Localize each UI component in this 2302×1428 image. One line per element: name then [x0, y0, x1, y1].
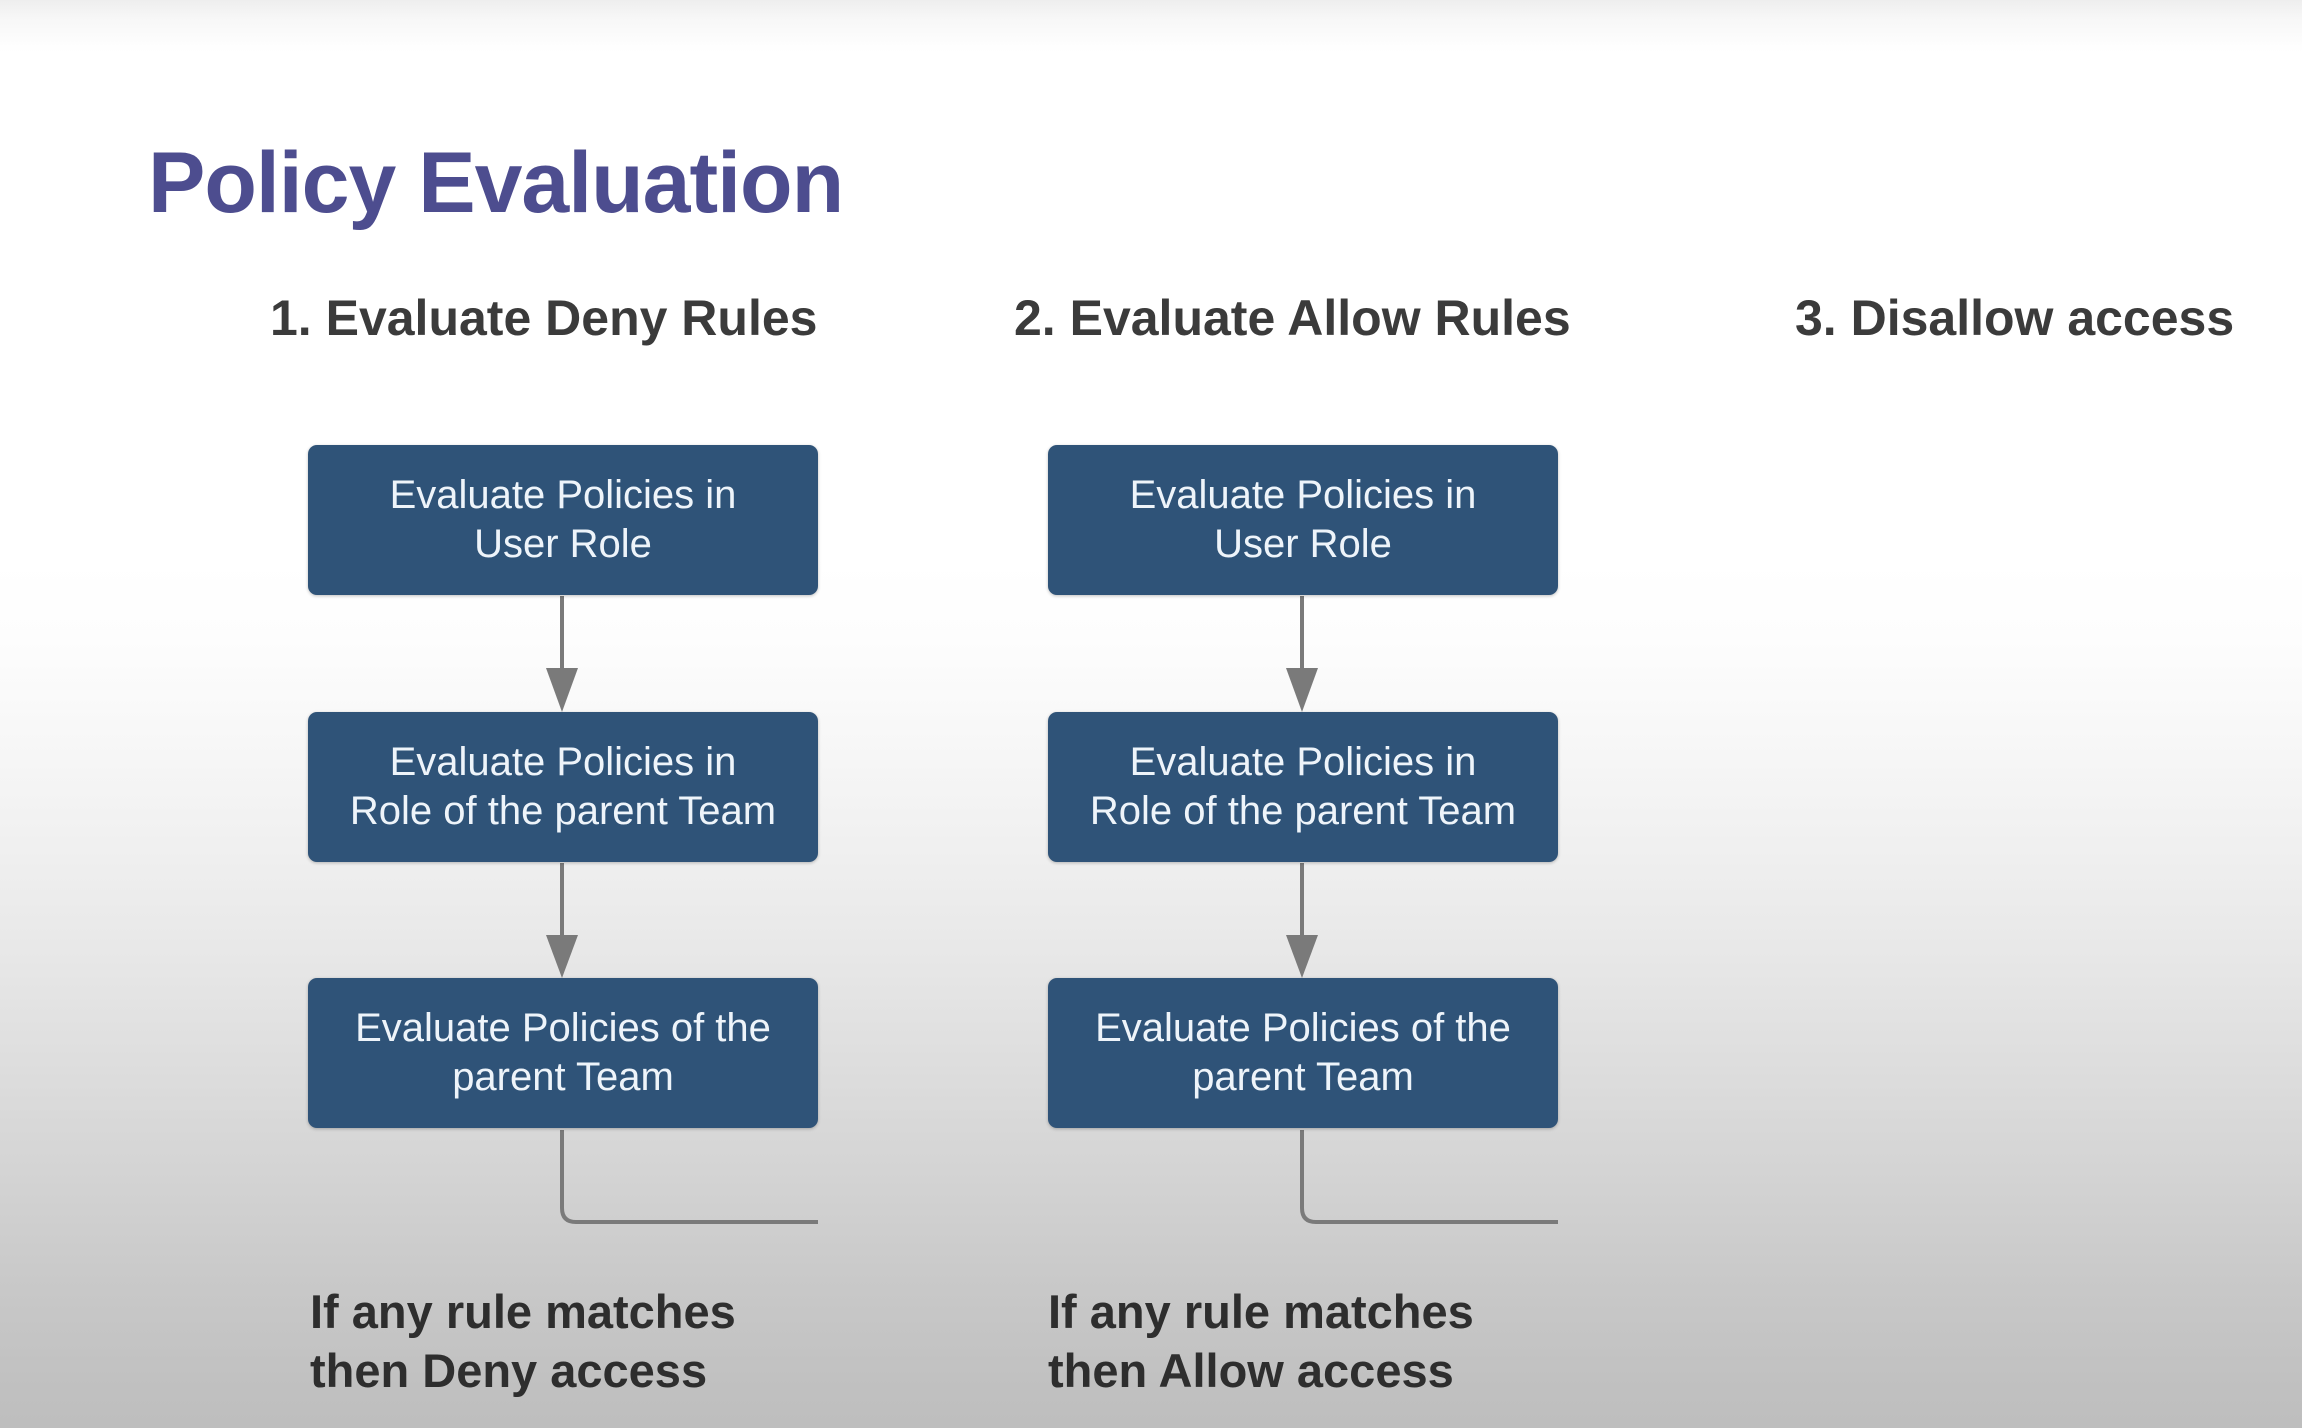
flow-box-label: Evaluate Policies in Role of the parent … — [1089, 740, 1517, 833]
flow-column-deny: Evaluate Policies in User Role Evaluate … — [298, 0, 818, 1428]
arrow-down-2 — [1286, 863, 1318, 978]
caption-allow: If any rule matches then Allow access — [1048, 1285, 1474, 1398]
page-title: Policy Evaluation — [148, 135, 844, 231]
flow-box-label: Evaluate Policies in User Role — [389, 473, 737, 566]
flow-box-parent-team[interactable]: Evaluate Policies of the parent Team — [308, 978, 818, 1128]
arrow-down-2 — [546, 863, 578, 978]
flow-box-label: Evaluate Policies in User Role — [1129, 473, 1477, 566]
column-heading-deny: 1. Evaluate Deny Rules — [270, 290, 818, 346]
caption-deny: If any rule matches then Deny access — [310, 1285, 736, 1398]
flow-box-parent-team-role[interactable]: Evaluate Policies in Role of the parent … — [308, 712, 818, 862]
flow-box-parent-team-role[interactable]: Evaluate Policies in Role of the parent … — [1048, 712, 1558, 862]
column-heading-disallow: 3. Disallow access — [1795, 290, 2235, 346]
flow-box-label: Evaluate Policies in Role of the parent … — [349, 740, 777, 833]
flow-box-label: Evaluate Policies of the parent Team — [1095, 1006, 1511, 1099]
flow-column-allow: Evaluate Policies in User Role Evaluate … — [1038, 0, 1558, 1428]
flow-box-user-role[interactable]: Evaluate Policies in User Role — [1048, 445, 1558, 595]
flow-box-label: Evaluate Policies of the parent Team — [355, 1006, 771, 1099]
column-heading-allow: 2. Evaluate Allow Rules — [1014, 290, 1571, 346]
arrow-down-1 — [1286, 596, 1318, 712]
flow-box-user-role[interactable]: Evaluate Policies in User Role — [308, 445, 818, 595]
arrow-down-1 — [546, 596, 578, 712]
flow-box-parent-team[interactable]: Evaluate Policies of the parent Team — [1048, 978, 1558, 1128]
